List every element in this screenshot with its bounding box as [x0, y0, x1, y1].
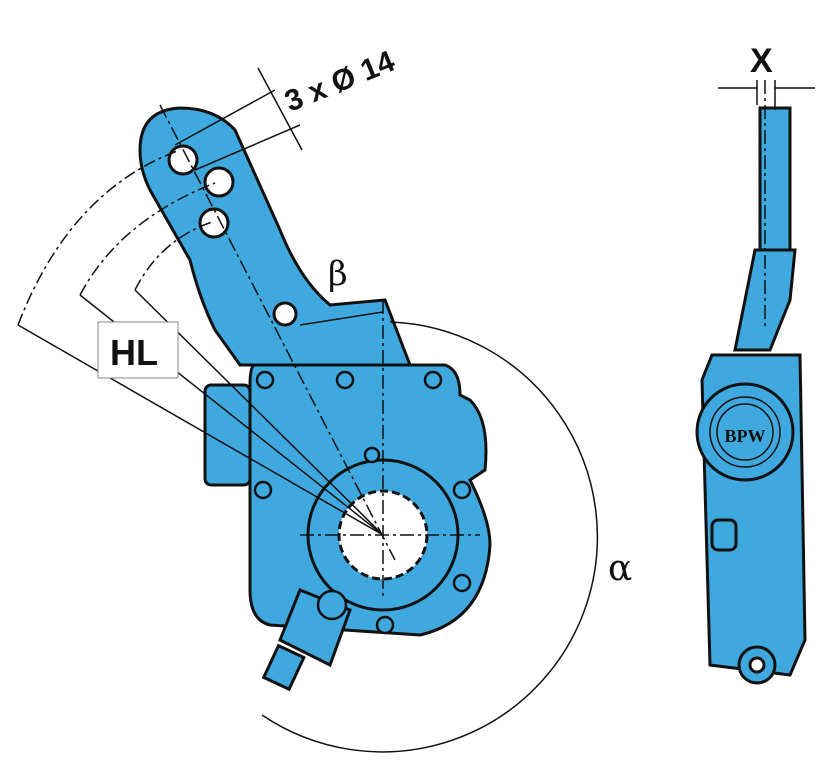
front-view [138, 106, 492, 692]
adjuster-hex [261, 643, 306, 692]
side-lug [203, 383, 252, 487]
alpha-label: α [608, 548, 632, 589]
holes [167, 144, 298, 327]
side-view [695, 106, 807, 685]
x-label: X [750, 42, 773, 80]
beta-label: β [328, 254, 348, 294]
hl-label-box [97, 321, 179, 379]
bolts [253, 370, 472, 635]
side-hub [695, 382, 795, 482]
hl-label: HL [110, 332, 158, 373]
hole-spec-label: 3 x Ø 14 [280, 45, 399, 119]
x-dimension [718, 80, 815, 330]
bpw-logo: BPW [724, 426, 765, 446]
